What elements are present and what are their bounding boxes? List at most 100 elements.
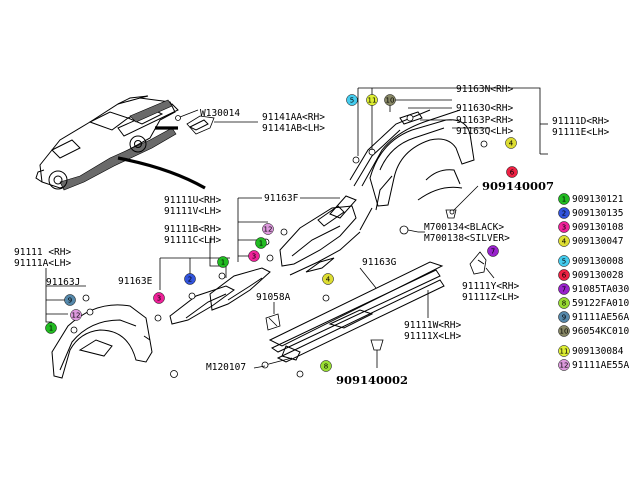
- marker-m-top-11: 11: [366, 94, 378, 106]
- marker-number: 1: [221, 258, 225, 266]
- legend-swatch: [558, 297, 570, 309]
- legend-number: 5: [562, 257, 566, 265]
- legend-row: 8 59122FA010: [558, 297, 629, 309]
- marker-circle: [346, 94, 358, 106]
- part-labels: W130014 91141AA<RH> 91141AB<LH> 91163N<R…: [14, 84, 609, 387]
- label-91163g: 91163G: [362, 257, 397, 268]
- legend-row: 6 909130028: [558, 269, 624, 281]
- label-91111w: 91111W<RH>: [404, 320, 461, 331]
- legend-swatch: [558, 235, 570, 247]
- callout-arrow: [117, 156, 206, 190]
- label-91111a: 91111A<LH>: [14, 258, 71, 269]
- legend-number: 2: [562, 209, 566, 217]
- legend-number: 8: [562, 299, 566, 307]
- label-w130014: W130014: [200, 108, 240, 119]
- label-91111z: 91111Z<LH>: [462, 292, 519, 303]
- marker-m-top-5: 5: [346, 94, 358, 106]
- legend-number: 3: [562, 223, 566, 231]
- legend-swatch: [558, 207, 570, 219]
- legend-swatch: [558, 359, 570, 371]
- legend-row: 7 91085TA030: [558, 283, 629, 295]
- marker-m-mid-12: 12: [262, 223, 274, 235]
- label-909140007: 909140007: [482, 179, 554, 193]
- legend-number: 10: [560, 327, 569, 335]
- legend-part-number: 909130084: [572, 346, 624, 357]
- legend-swatch: [558, 345, 570, 357]
- marker-m-top-4: 4: [505, 137, 517, 149]
- legend-part-number: 909130135: [572, 208, 623, 219]
- marker-number: 2: [188, 275, 192, 283]
- marker-number: 7: [491, 247, 495, 255]
- marker-circle: [45, 322, 57, 334]
- legend-swatch: [558, 311, 570, 323]
- label-91163p: 91163P<RH>: [456, 115, 513, 126]
- label-91111: 91111 <RH>: [14, 247, 71, 258]
- label-m120107: M120107: [206, 362, 246, 373]
- label-91111c: 91111C<LH>: [164, 235, 221, 246]
- marker-circle: [320, 360, 332, 372]
- legend-swatch: [558, 269, 570, 281]
- mud-flap-clip-group: [175, 109, 258, 135]
- label-91111y: 91111Y<RH>: [462, 281, 519, 292]
- legend-number: 11: [560, 347, 569, 355]
- vehicle-illustration: [35, 95, 179, 191]
- label-91058a: 91058A: [256, 292, 291, 303]
- marker-circle: [505, 137, 517, 149]
- legend-part-number: 909130008: [572, 256, 624, 267]
- legend-part-number: 59122FA010: [572, 298, 629, 309]
- marker-number: 6: [510, 168, 515, 176]
- marker-m-sill-8: 8: [320, 360, 332, 372]
- front-fender-flare: [51, 304, 153, 379]
- legend-swatch: [558, 283, 570, 295]
- label-m700134: M700134<BLACK>: [424, 222, 504, 233]
- marker-circle: [217, 256, 229, 268]
- marker-circle: [184, 273, 196, 285]
- door-cladding: [169, 195, 361, 325]
- legend-number: 7: [562, 285, 566, 293]
- label-909140002: 909140002: [336, 373, 408, 387]
- marker-number: 9: [68, 296, 72, 304]
- marker-number: 12: [264, 225, 273, 233]
- marker-number: 1: [259, 239, 263, 247]
- marker-circle: [70, 309, 82, 321]
- marker-number: 5: [350, 96, 354, 104]
- legend-number: 6: [562, 271, 567, 279]
- legend-part-number: 909130028: [572, 270, 624, 281]
- marker-m-top-10: 10: [384, 94, 396, 106]
- marker-m-sill-4: 4: [322, 273, 334, 285]
- legend-number: 4: [562, 237, 567, 245]
- legend-row: 1 909130121: [558, 193, 624, 205]
- marker-number: 3: [157, 294, 161, 302]
- legend-part-number: 96054KC010: [572, 326, 629, 337]
- label-91163f: 91163F: [264, 193, 299, 204]
- side-sill-molding: [268, 261, 445, 363]
- marker-m-mid-2: 2: [184, 273, 196, 285]
- marker-m-left-12: 12: [70, 309, 82, 321]
- legend-part-number: 91085TA030: [572, 284, 629, 295]
- marker-m-left-9: 9: [64, 294, 76, 306]
- label-91163o: 91163O<RH>: [456, 103, 513, 114]
- leader-lines: [45, 87, 548, 369]
- marker-m-mid-1b: 1: [217, 256, 229, 268]
- marker-circle: [64, 294, 76, 306]
- legend-number: 1: [562, 195, 566, 203]
- label-91141aa: 91141AA<RH>: [262, 112, 325, 123]
- marker-circle: [248, 250, 260, 262]
- label-m700138: M700138<SILVER>: [424, 233, 510, 244]
- legend-swatch: [558, 325, 570, 337]
- label-91141ab: 91141AB<LH>: [262, 123, 325, 134]
- legend-part-number: 909130121: [572, 194, 624, 205]
- marker-m-mid-3b: 3: [153, 292, 165, 304]
- marker-number: 1: [49, 324, 53, 332]
- label-91163e: 91163E: [118, 276, 153, 287]
- legend-part-number: 91111AE56A: [572, 312, 629, 323]
- label-91163j: 91163J: [46, 277, 80, 288]
